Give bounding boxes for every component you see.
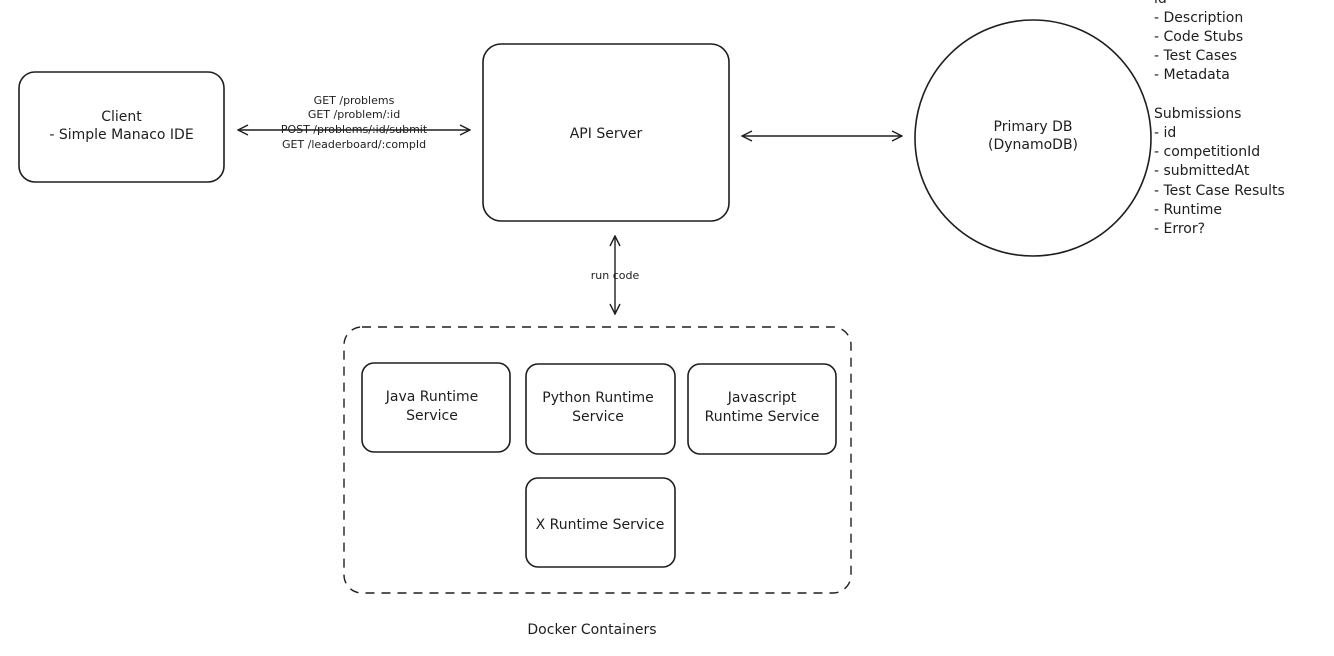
java-runtime-box [361,362,511,453]
x-runtime-service[interactable]: X Runtime Service [525,477,676,568]
x-runtime-label: X Runtime Service [536,517,665,533]
javascript-runtime-service[interactable]: Javascript Runtime Service [687,363,837,455]
client-subtitle: - Simple Manaco IDE [49,127,193,143]
primary-db-node[interactable]: Primary DB (DynamoDB) [914,19,1152,257]
api-docker-connector: run code [591,236,640,314]
route-get-leaderboard: GET /leaderboard/:compId [282,138,426,151]
run-code-label: run code [591,269,640,282]
schema-submissions-line: - Test Case Results [1154,183,1285,199]
client-box [18,71,225,183]
client-title: Client [101,109,142,125]
schema-problems-line: - Metadata [1154,67,1230,83]
java-runtime-label-2: Service [406,408,458,424]
python-runtime-box [525,363,676,455]
api-server-box [482,43,730,222]
schema-problems-line: - Test Cases [1154,48,1237,64]
schema-submissions-line: - Runtime [1154,202,1222,218]
schema-submissions-title: Submissions [1154,106,1241,122]
route-get-problems: GET /problems [314,94,395,107]
api-server-label: API Server [570,126,643,142]
javascript-runtime-label-2: Runtime Service [705,409,820,425]
route-post-submit: POST /problems/:id/submit [281,123,428,136]
schema-submissions-line: - Error? [1154,221,1205,237]
schema-notes: id - Description - Code Stubs - Test Cas… [1154,0,1285,237]
docker-boundary [343,326,852,594]
docker-containers-caption: Docker Containers [527,622,656,638]
client-node[interactable]: Client - Simple Manaco IDE [18,71,225,183]
javascript-runtime-box [687,363,837,455]
docker-containers-group[interactable]: Java Runtime Service Python Runtime Serv… [343,326,852,594]
x-runtime-box [525,477,676,568]
schema-problems-line: - Code Stubs [1154,29,1243,45]
primary-db-label-2: (DynamoDB) [988,137,1078,153]
javascript-runtime-label-1: Javascript [727,390,797,406]
python-runtime-label-2: Service [572,409,624,425]
api-server-node[interactable]: API Server [482,43,730,222]
schema-problems-line: id [1154,0,1167,7]
primary-db-circle [914,19,1152,257]
route-get-problem: GET /problem/:id [308,108,400,121]
schema-submissions-line: - submittedAt [1154,163,1250,179]
python-runtime-label-1: Python Runtime [542,390,653,406]
client-api-connector: GET /problems GET /problem/:id POST /pro… [238,94,470,151]
schema-submissions-line: - id [1154,125,1176,141]
java-runtime-label-1: Java Runtime [385,389,479,405]
schema-submissions-line: - competitionId [1154,144,1260,160]
java-runtime-service[interactable]: Java Runtime Service [361,362,511,453]
python-runtime-service[interactable]: Python Runtime Service [525,363,676,455]
schema-problems-line: - Description [1154,10,1243,26]
primary-db-label-1: Primary DB [994,119,1073,135]
